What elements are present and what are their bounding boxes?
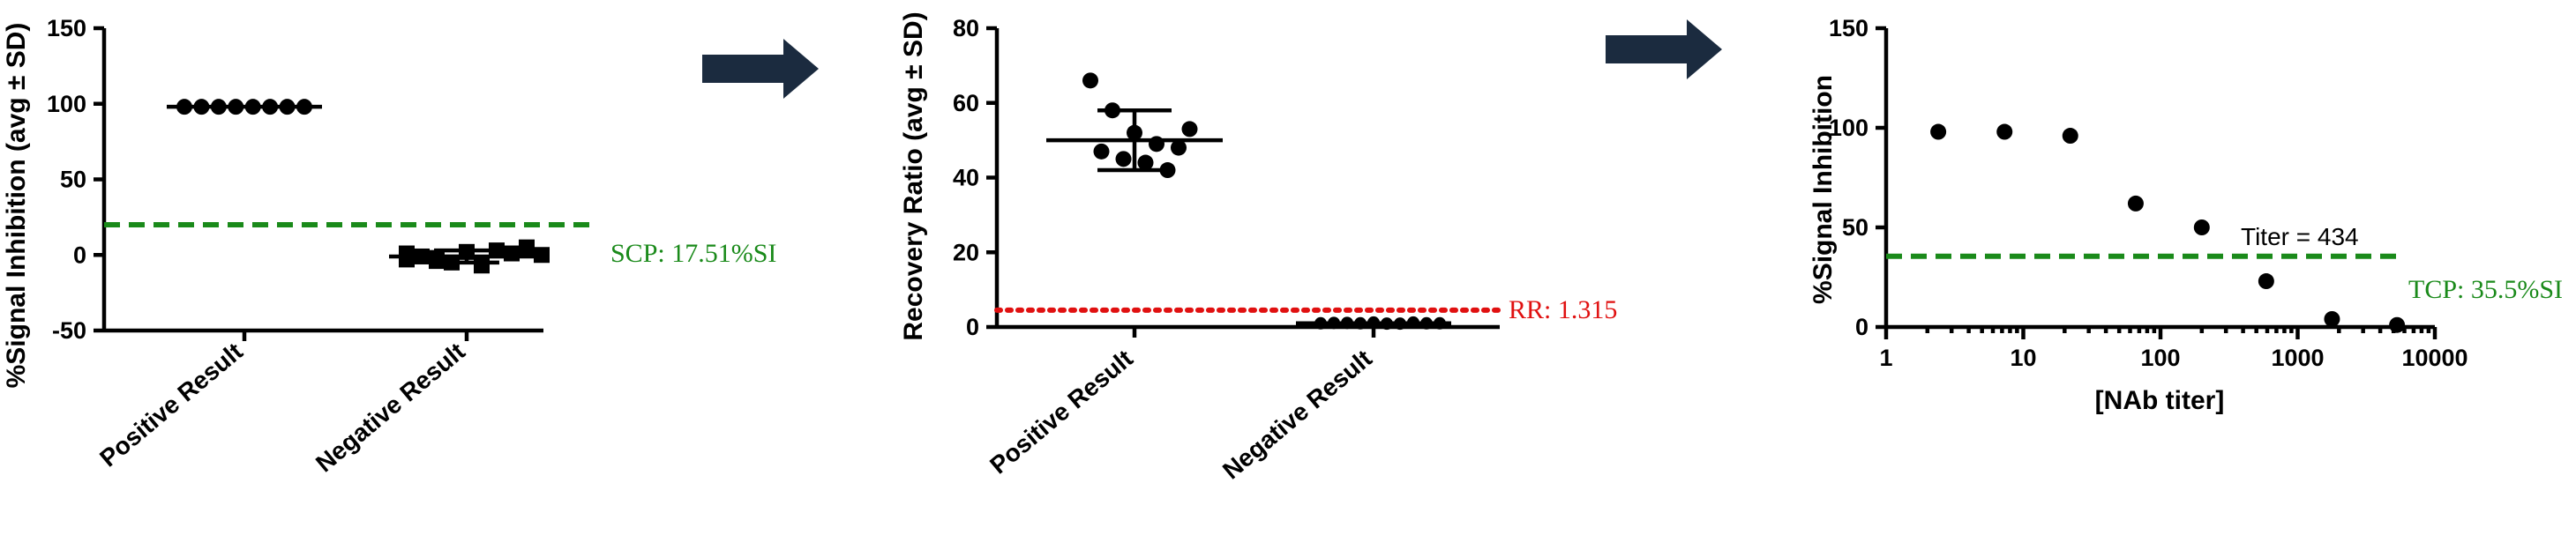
data-point (474, 257, 490, 274)
panel3-reference-label: TCP: 35.5%SI (2408, 275, 2563, 304)
data-point (504, 245, 520, 262)
y-tick-label: 40 (953, 165, 979, 191)
panel2-reference-label: RR: 1.315 (1509, 295, 1617, 324)
data-point (399, 251, 415, 268)
panel-titer-curve: %Signal Inhibition [NAb titer] 0 50 100 150… (1808, 15, 2563, 415)
x-tick-label: 100 (2140, 345, 2180, 371)
panel2-category-label-negative: Negative Result (1217, 345, 1377, 485)
panel2-y-axis-label: Recovery Ratio (avg ± SD) (899, 11, 928, 340)
y-tick-label: 100 (1829, 115, 1868, 141)
data-point (519, 239, 535, 256)
panel-signal-inhibition: %Signal Inhibition (avg ± SD) -50 0 50 100 1… (2, 15, 776, 478)
data-point (2258, 273, 2274, 290)
panel1-y-axis-label: %Signal Inhibition (avg ± SD) (2, 23, 31, 389)
data-point (1996, 123, 2013, 140)
data-point (1093, 143, 1110, 160)
x-tick-label: 1000 (2271, 345, 2324, 371)
data-point (2127, 195, 2144, 212)
data-point (2193, 219, 2210, 235)
flow-arrow-2 (1606, 19, 1722, 79)
panel1-category-label-positive: Positive Result (94, 338, 248, 472)
y-tick-label: 50 (1842, 214, 1868, 241)
panel2-axes: 0 20 40 60 80 (953, 15, 1500, 340)
panel3-marks (1886, 123, 2406, 333)
flow-arrow-1 (702, 39, 819, 99)
panel1-reference-label: SCP: 17.51%SI (610, 239, 776, 268)
x-tick-label: 10 (2010, 345, 2036, 371)
y-tick-label: 150 (1829, 15, 1868, 41)
x-tick-label: 1 (1879, 345, 1892, 371)
y-tick-label: -50 (52, 317, 86, 344)
data-point (1115, 151, 1132, 167)
y-tick-label: 50 (60, 167, 86, 193)
x-tick-label: 10000 (2401, 345, 2467, 371)
panel3-y-axis-label: %Signal Inhibition (1808, 75, 1838, 304)
panel3-axes: 0 50 100 150 1 10 100 1000 10000 (1829, 15, 2468, 371)
y-tick-label: 150 (47, 15, 86, 41)
y-tick-label: 100 (47, 91, 86, 117)
panel3-annotation: Titer = 434 (2241, 223, 2359, 250)
data-point (1082, 72, 1098, 89)
data-point (2389, 316, 2406, 333)
y-tick-label: 20 (953, 239, 979, 265)
y-tick-label: 0 (966, 314, 979, 340)
data-point (1930, 123, 1947, 140)
panel-recovery-ratio: Recovery Ratio (avg ± SD) 0 20 40 60 80 Posi… (899, 11, 1617, 484)
y-tick-label: 80 (953, 15, 979, 41)
panel1-marks (104, 99, 589, 274)
panel2-category-label-positive: Positive Result (985, 345, 1138, 479)
panel1-axes: -50 0 50 100 150 (47, 15, 543, 344)
data-point (1171, 139, 1187, 156)
data-point (1181, 121, 1198, 138)
y-tick-label: 60 (953, 90, 979, 116)
y-tick-label: 0 (1855, 314, 1868, 340)
data-point (2324, 310, 2340, 327)
panel2-marks (994, 72, 1502, 331)
y-tick-label: 0 (73, 242, 86, 268)
data-point (1137, 154, 1154, 171)
data-point (2062, 128, 2078, 145)
panel1-category-label-negative: Negative Result (311, 338, 470, 478)
panel3-x-axis-label: [NAb titer] (2095, 386, 2225, 415)
